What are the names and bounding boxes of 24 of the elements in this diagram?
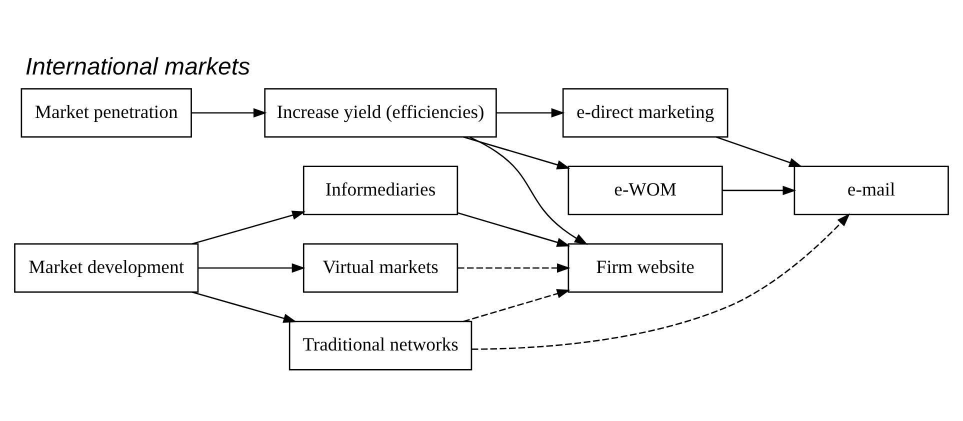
arrow (458, 212, 570, 247)
arrow (472, 213, 850, 350)
node-box: e-mail (794, 166, 949, 216)
arrow (496, 108, 565, 118)
diagram-title: International markets (25, 54, 250, 81)
node-box: Market penetration (20, 88, 192, 138)
arrow (192, 291, 297, 323)
node-box: e-WOM (568, 166, 723, 216)
node-box: Informediaries (302, 166, 458, 216)
arrow (192, 210, 306, 245)
node-box: e-direct marketing (562, 88, 728, 138)
node-box: Firm website (568, 243, 723, 293)
arrow (469, 136, 588, 245)
node-box: Virtual markets (302, 243, 458, 293)
arrow (458, 263, 570, 273)
node-box: Traditional networks (288, 320, 472, 370)
arrow (191, 108, 267, 118)
node-box: Market development (14, 243, 199, 293)
arrow (463, 289, 570, 322)
node-box: Increase yield (efficiencies) (264, 88, 497, 138)
arrow (716, 136, 803, 168)
arrow (722, 186, 796, 196)
arrow (198, 263, 306, 273)
arrow (463, 136, 570, 170)
